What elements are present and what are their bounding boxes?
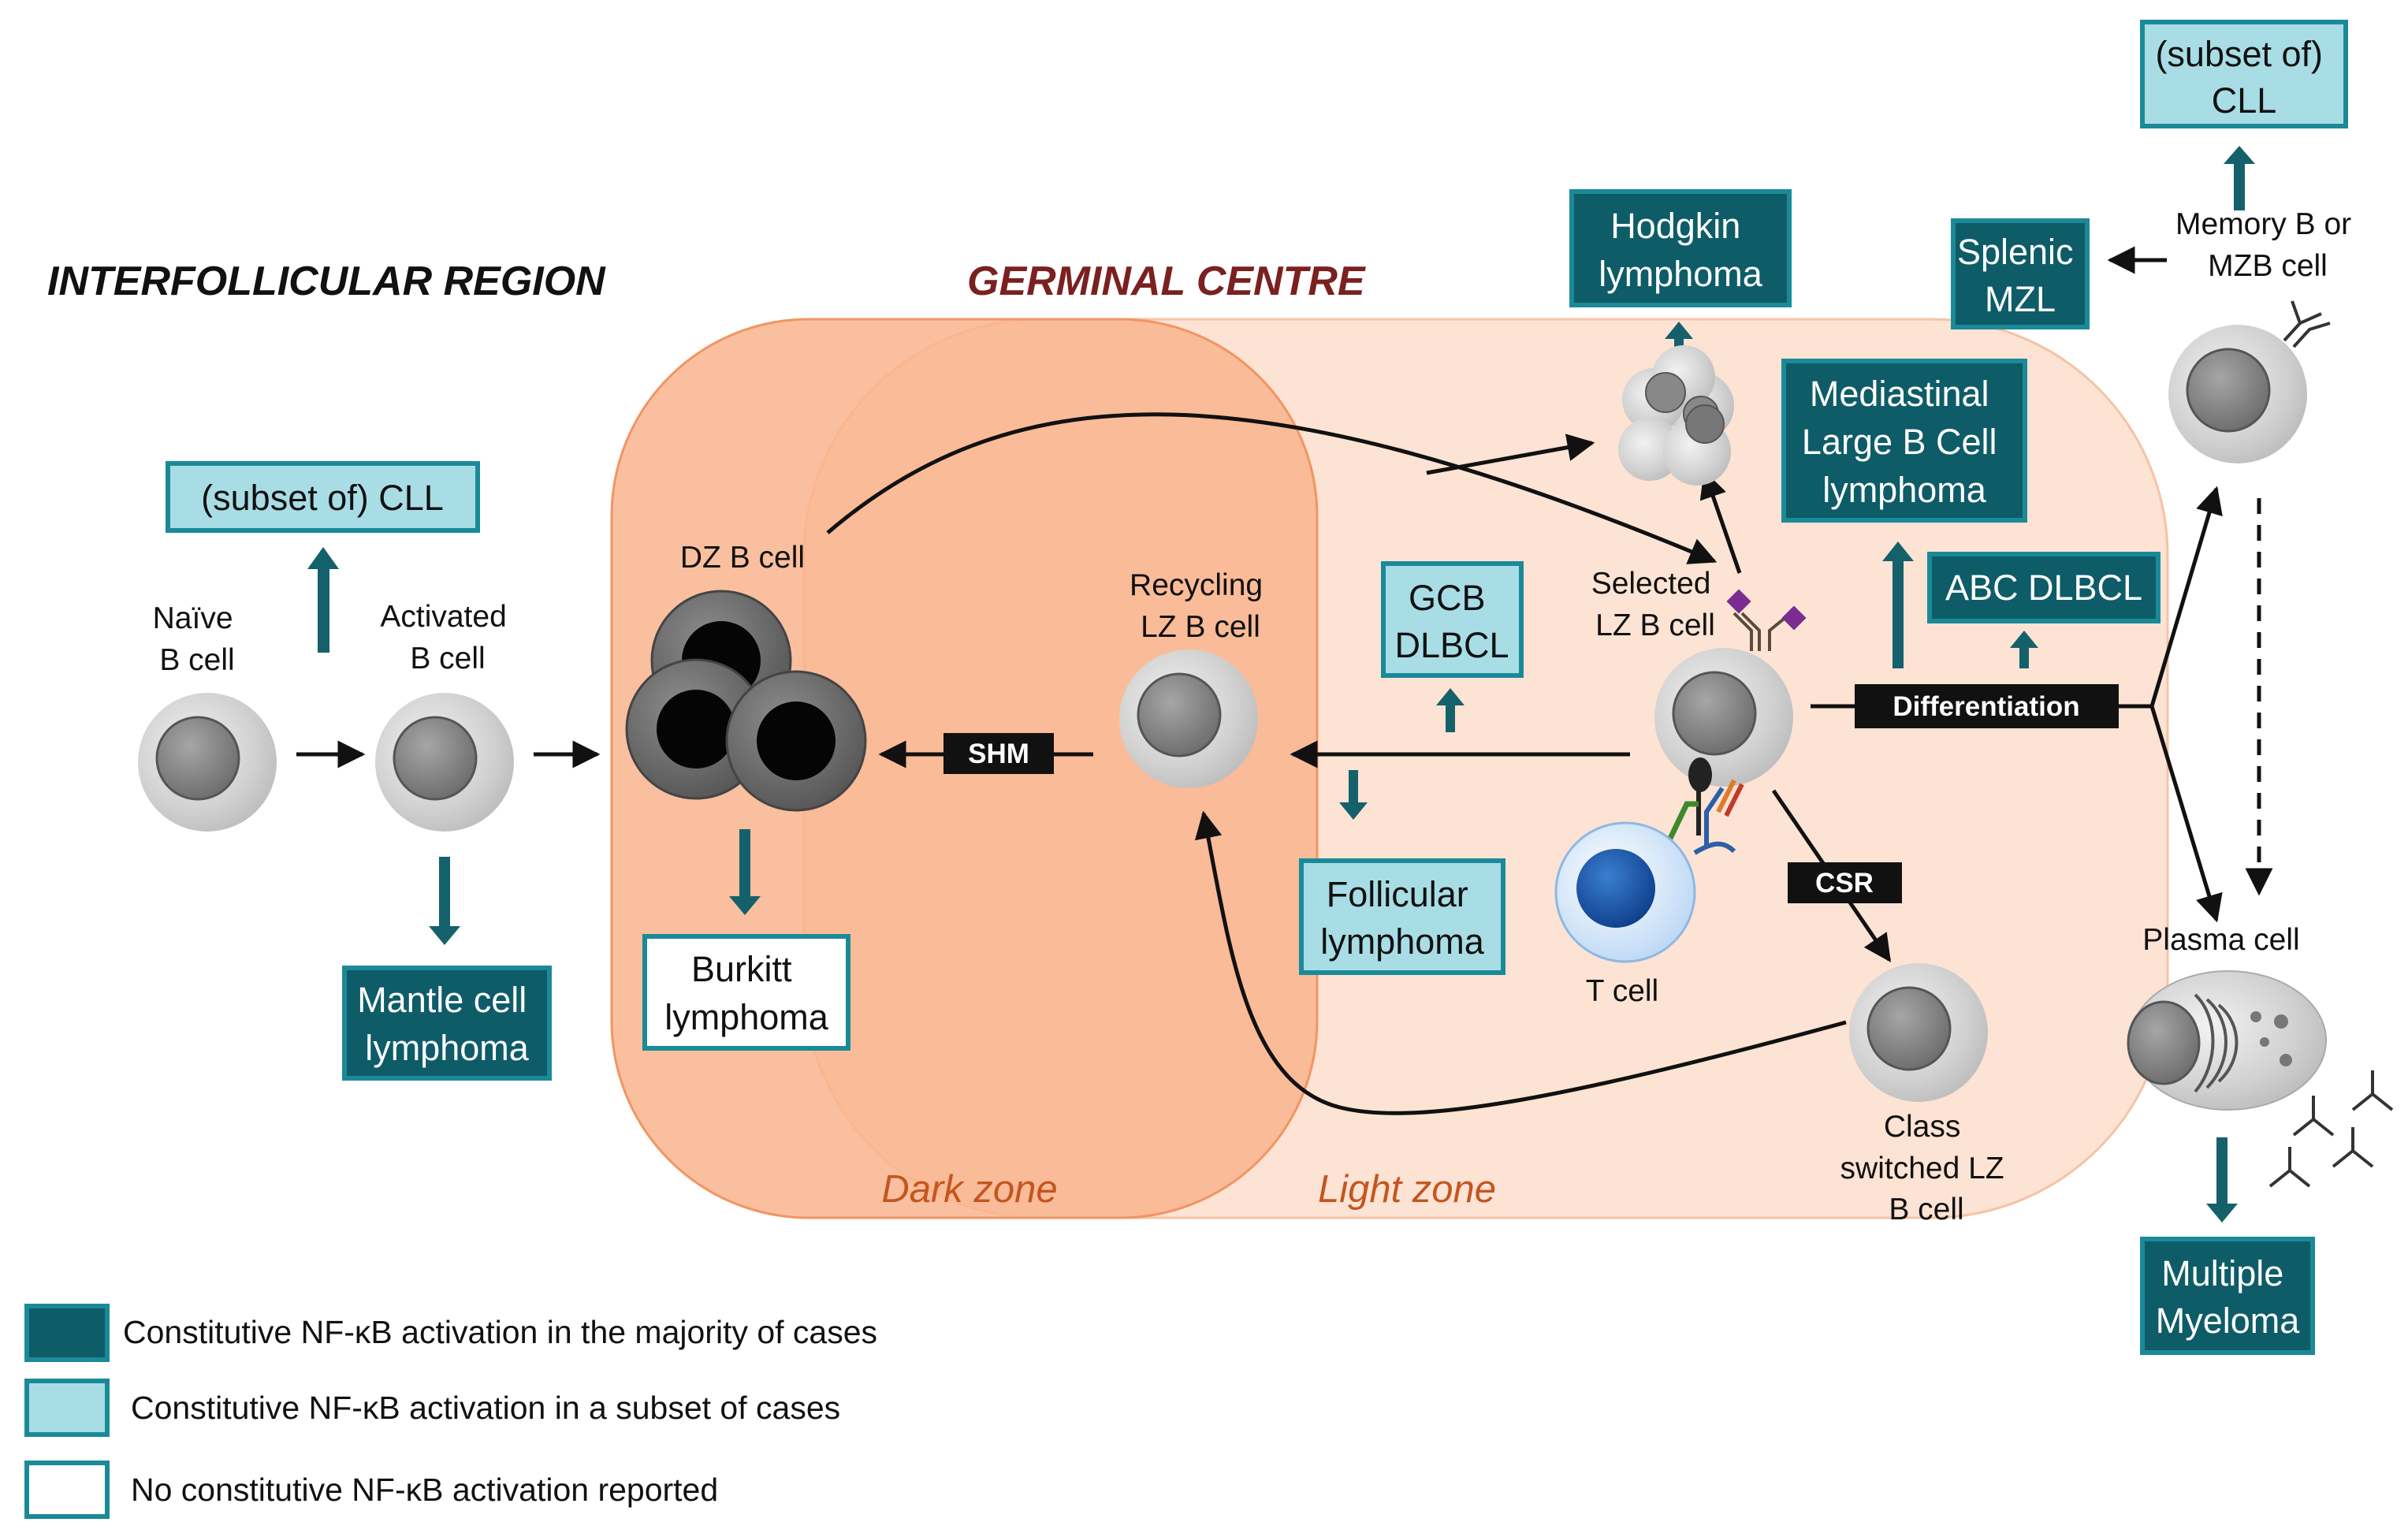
- lymphoma-box-cll-left: (subset of) CLL: [166, 461, 480, 533]
- teal-arrow-to-follicular: [1339, 770, 1368, 820]
- svg-text:SHM: SHM: [968, 739, 1029, 769]
- lymphoma-box-burkitt: Burkitt lymphoma: [642, 934, 850, 1051]
- svg-text:Hodgkin lymphoma: Hodgkin lymphoma: [1599, 206, 1763, 294]
- legend-item-none: No constitutive NF-κB activation reporte…: [24, 1461, 718, 1519]
- plasma-cell-label: Plasma cell: [2142, 923, 2299, 957]
- arrow-branch-to-plasma: [2149, 705, 2223, 923]
- svg-text:GCB DLBCL: GCB DLBCL: [1394, 578, 1509, 665]
- arrow-branch-to-memory: [2149, 486, 2223, 707]
- arrow-selected-to-hodgkin-cells: [1699, 470, 1742, 574]
- svg-text:Mantle cell lymphoma: Mantle cell lymphoma: [357, 980, 537, 1068]
- legend: Constitutive NF-κB activation in the maj…: [24, 1304, 877, 1519]
- plasma-cell: [2127, 970, 2327, 1111]
- svg-text:Mediastinal Large B Cell: Mediastinal Large B Cell lymphoma: [1802, 374, 2007, 510]
- memory-cell-label: Memory B or MZB cell: [2175, 207, 2360, 283]
- svg-text:(subset of) CLL: (subset of) CLL: [2155, 34, 2332, 121]
- lymphoma-box-cll-right: (subset of) CLL: [2140, 20, 2348, 128]
- t-cell: [1554, 821, 1696, 963]
- teal-arrow-to-mediastinal: [1882, 541, 1914, 668]
- class-switched-lz-b-cell: [1849, 963, 1988, 1102]
- teal-arrow-to-myeloma: [2206, 1137, 2238, 1223]
- interfollicular-title: INTERFOLLICULAR REGION: [47, 259, 606, 304]
- svg-text:Splenic MZL: Splenic MZL: [1957, 232, 2083, 319]
- arrow-class-switched-to-recycling: [1194, 810, 1847, 1115]
- tcell-synapse-icon: [1664, 757, 1744, 855]
- germinal-centre-title: GERMINAL CENTRE: [967, 259, 1366, 304]
- teal-arrow-to-abc: [2010, 631, 2038, 668]
- lymphoma-box-abc-dlbcl: ABC DLBCL: [1927, 552, 2161, 623]
- teal-arrows: [307, 146, 2255, 1223]
- svg-text:Multiple Myeloma: Multiple Myeloma: [2156, 1253, 2301, 1341]
- recycling-lz-b-cell: [1119, 649, 1258, 788]
- activated-b-cell: [375, 693, 514, 832]
- activated-b-cell-label: Activated B cell: [380, 600, 515, 675]
- svg-text:Constitutive NF-κB activation: Constitutive NF-κB activation in a subse…: [131, 1390, 840, 1426]
- lymphoma-box-follicular: Follicular lymphoma: [1299, 858, 1505, 975]
- dark-zone-label: Dark zone: [881, 1168, 1057, 1211]
- svg-text:Constitutive NF-κB activation: Constitutive NF-κB activation in the maj…: [123, 1314, 877, 1350]
- shm-tag: SHM: [943, 733, 1054, 774]
- dz-b-cell-cluster: [625, 590, 867, 812]
- bcr-antigen-icon: [1726, 589, 1807, 651]
- memory-b-cell: [2168, 325, 2307, 463]
- svg-text:ABC DLBCL: ABC DLBCL: [1945, 568, 2142, 608]
- svg-text:(subset of) CLL: (subset of) CLL: [201, 478, 444, 518]
- lymphoma-box-hodgkin: Hodgkin lymphoma: [1569, 189, 1792, 307]
- svg-text:Burkitt lymphoma: Burkitt lymphoma: [664, 949, 829, 1037]
- teal-arrow-to-cll-right: [2224, 146, 2255, 210]
- lymphoma-box-gcb-dlbcl: GCB DLBCL: [1381, 561, 1524, 678]
- teal-arrow-to-burkitt: [729, 829, 761, 915]
- arrow-dz-to-selected: [826, 412, 1718, 564]
- naive-b-cell: [138, 693, 277, 832]
- lymphoma-box-splenic-mzl: Splenic MZL: [1951, 218, 2090, 329]
- selected-lz-b-cell: [1654, 648, 1793, 787]
- svg-text:Differentiation: Differentiation: [1893, 691, 2079, 722]
- legend-item-subset: Constitutive NF-κB activation in a subse…: [24, 1379, 840, 1437]
- lymphoma-box-mantle-cell: Mantle cell lymphoma: [342, 966, 552, 1081]
- memory-antibody-icon: [2283, 300, 2331, 348]
- naive-b-cell-label: Naïve B cell: [153, 601, 242, 677]
- light-zone-label: Light zone: [1318, 1168, 1496, 1211]
- svg-text:No constitutive NF-κB activati: No constitutive NF-κB activation reporte…: [131, 1472, 718, 1508]
- teal-arrow-to-mantle: [429, 857, 460, 945]
- plasma-antibodies-icon: [2268, 1070, 2394, 1188]
- arrow-to-hodgkin-cells: [1426, 434, 1595, 475]
- svg-text:CSR: CSR: [1815, 868, 1874, 899]
- dz-b-cell-label: DZ B cell: [680, 541, 805, 575]
- recycling-lz-b-cell-label: Recycling LZ B cell: [1130, 568, 1271, 644]
- csr-tag: CSR: [1788, 862, 1902, 903]
- legend-item-majority: Constitutive NF-κB activation in the maj…: [24, 1304, 877, 1362]
- lymphoma-box-mediastinal: Mediastinal Large B Cell lymphoma: [1781, 359, 2027, 523]
- teal-arrow-to-hodgkin: [1665, 322, 1693, 363]
- t-cell-label: T cell: [1586, 974, 1658, 1008]
- selected-lz-b-cell-label: Selected LZ B cell: [1591, 567, 1720, 642]
- differentiation-tag: Differentiation: [1855, 684, 2119, 728]
- class-switched-label: Class switched LZ B cell: [1840, 1110, 2013, 1226]
- hodgkin-cell-cluster: [1618, 345, 1734, 486]
- lymphoma-box-multiple-myeloma: Multiple Myeloma: [2140, 1237, 2315, 1355]
- teal-arrow-to-cll-left: [307, 547, 339, 653]
- svg-text:Follicular lymphoma: Follicular lymphoma: [1320, 874, 1485, 962]
- teal-arrow-to-gcb: [1436, 688, 1465, 732]
